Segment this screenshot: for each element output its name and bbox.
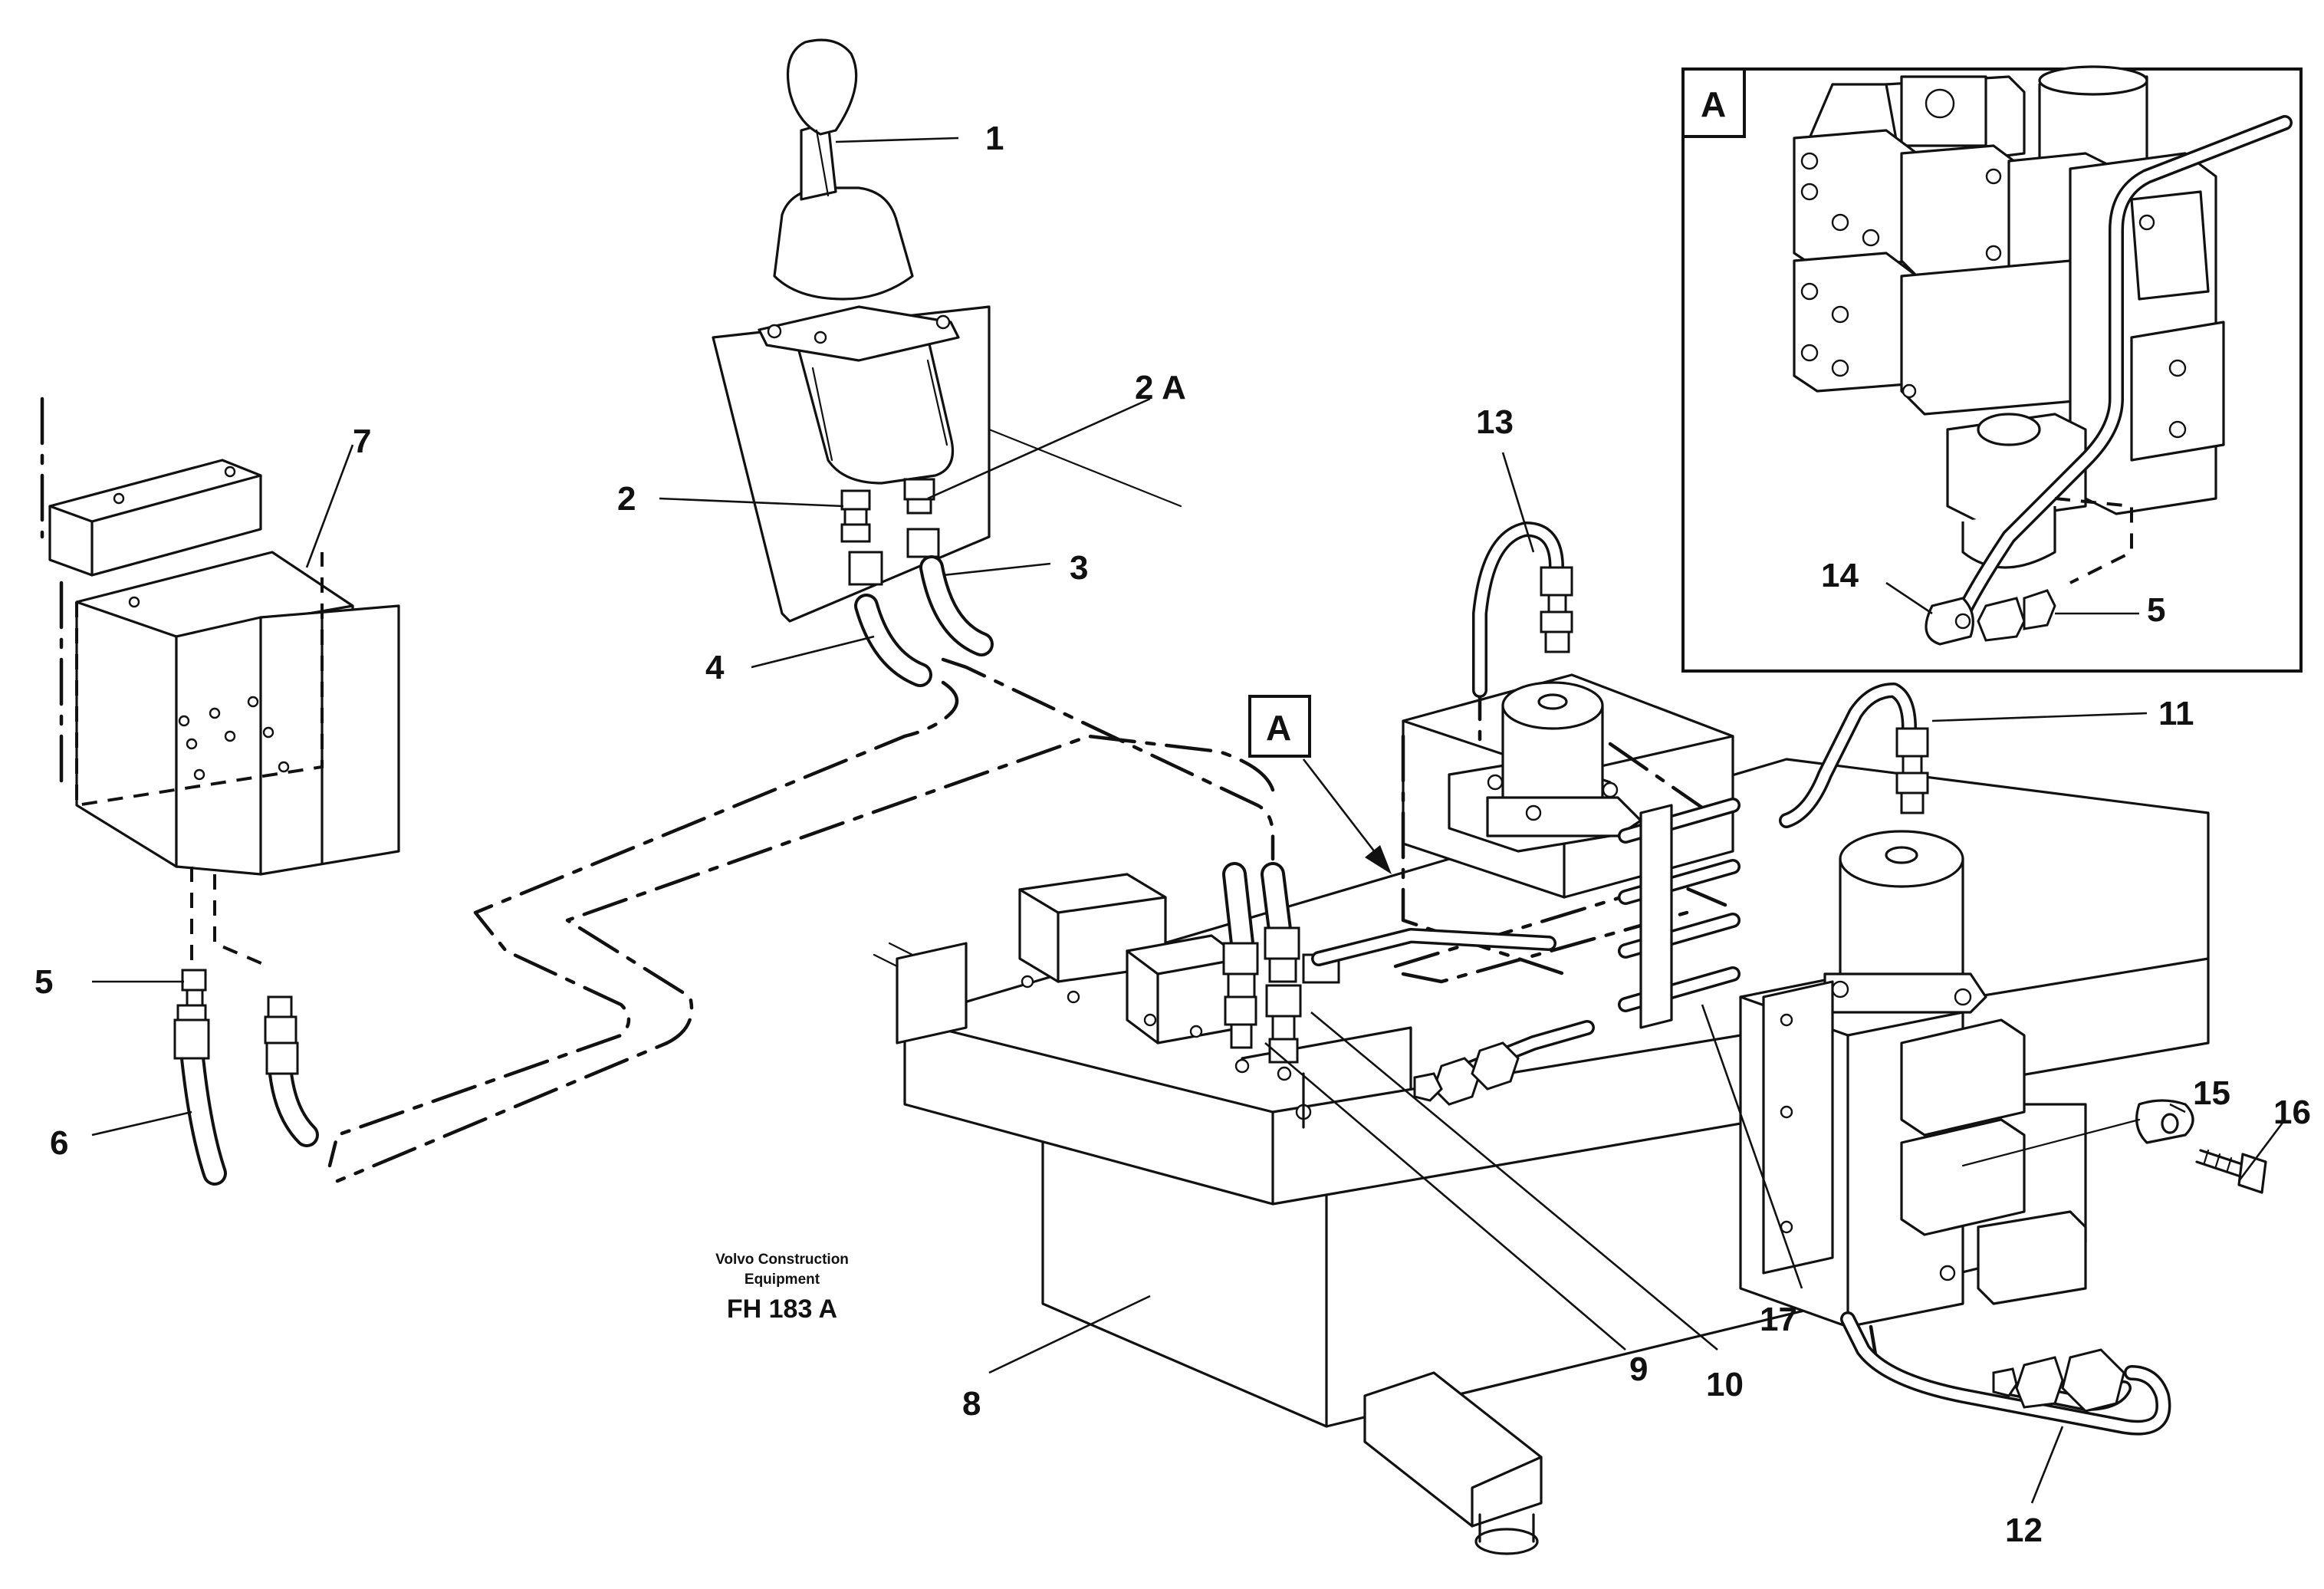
joystick-assembly [712, 38, 1182, 623]
callout-5-detail: 5 [2147, 591, 2165, 629]
detail-view-a: A [1681, 65, 2303, 673]
drawing-number: FH 183 A [726, 1295, 838, 1324]
callout-2: 2 [617, 480, 636, 518]
pipes [1311, 521, 2171, 1436]
detail-a-marker: A [1248, 695, 1392, 874]
clamp-and-screw [1961, 1099, 2267, 1194]
company-name-line1: Volvo Construction [715, 1252, 849, 1268]
callout-13: 13 [1476, 403, 1514, 441]
callout-7: 7 [353, 423, 371, 460]
callout-8: 8 [962, 1385, 981, 1423]
callout-4: 4 [705, 649, 725, 686]
detail-view-tag: A [1701, 84, 1726, 124]
left-valve-block [40, 396, 400, 876]
right-solenoid-valve [1739, 830, 2087, 1328]
leader-lines [91, 137, 2286, 1504]
callout-9: 9 [1629, 1350, 1648, 1388]
callout-6: 6 [50, 1124, 68, 1162]
callout-15: 15 [2193, 1074, 2230, 1112]
callout-17: 17 [1760, 1301, 1797, 1338]
callout-2a: 2 A [1135, 369, 1186, 406]
callout-12: 12 [2005, 1512, 2043, 1549]
hoses [179, 555, 1293, 1186]
callout-3: 3 [1070, 549, 1088, 587]
callout-5: 5 [35, 963, 53, 1001]
callout-labels: 1 2 2 A 3 4 5 6 7 8 9 10 11 12 13 14 5 1… [35, 120, 2311, 1549]
callout-1: 1 [985, 120, 1004, 157]
drawing-caption: Volvo Construction Equipment FH 183 A [652, 1250, 912, 1328]
callout-11: 11 [2158, 695, 2194, 732]
callout-16: 16 [2273, 1094, 2311, 1131]
hose-fittings-left [173, 926, 1340, 1081]
callout-14: 14 [1821, 557, 1859, 594]
callout-10: 10 [1706, 1366, 1744, 1403]
company-name-line2: Equipment [744, 1272, 820, 1288]
pipe-fittings [1413, 566, 2125, 1413]
joystick-fittings [840, 478, 940, 586]
detail-arrow-tag: A [1266, 708, 1291, 748]
